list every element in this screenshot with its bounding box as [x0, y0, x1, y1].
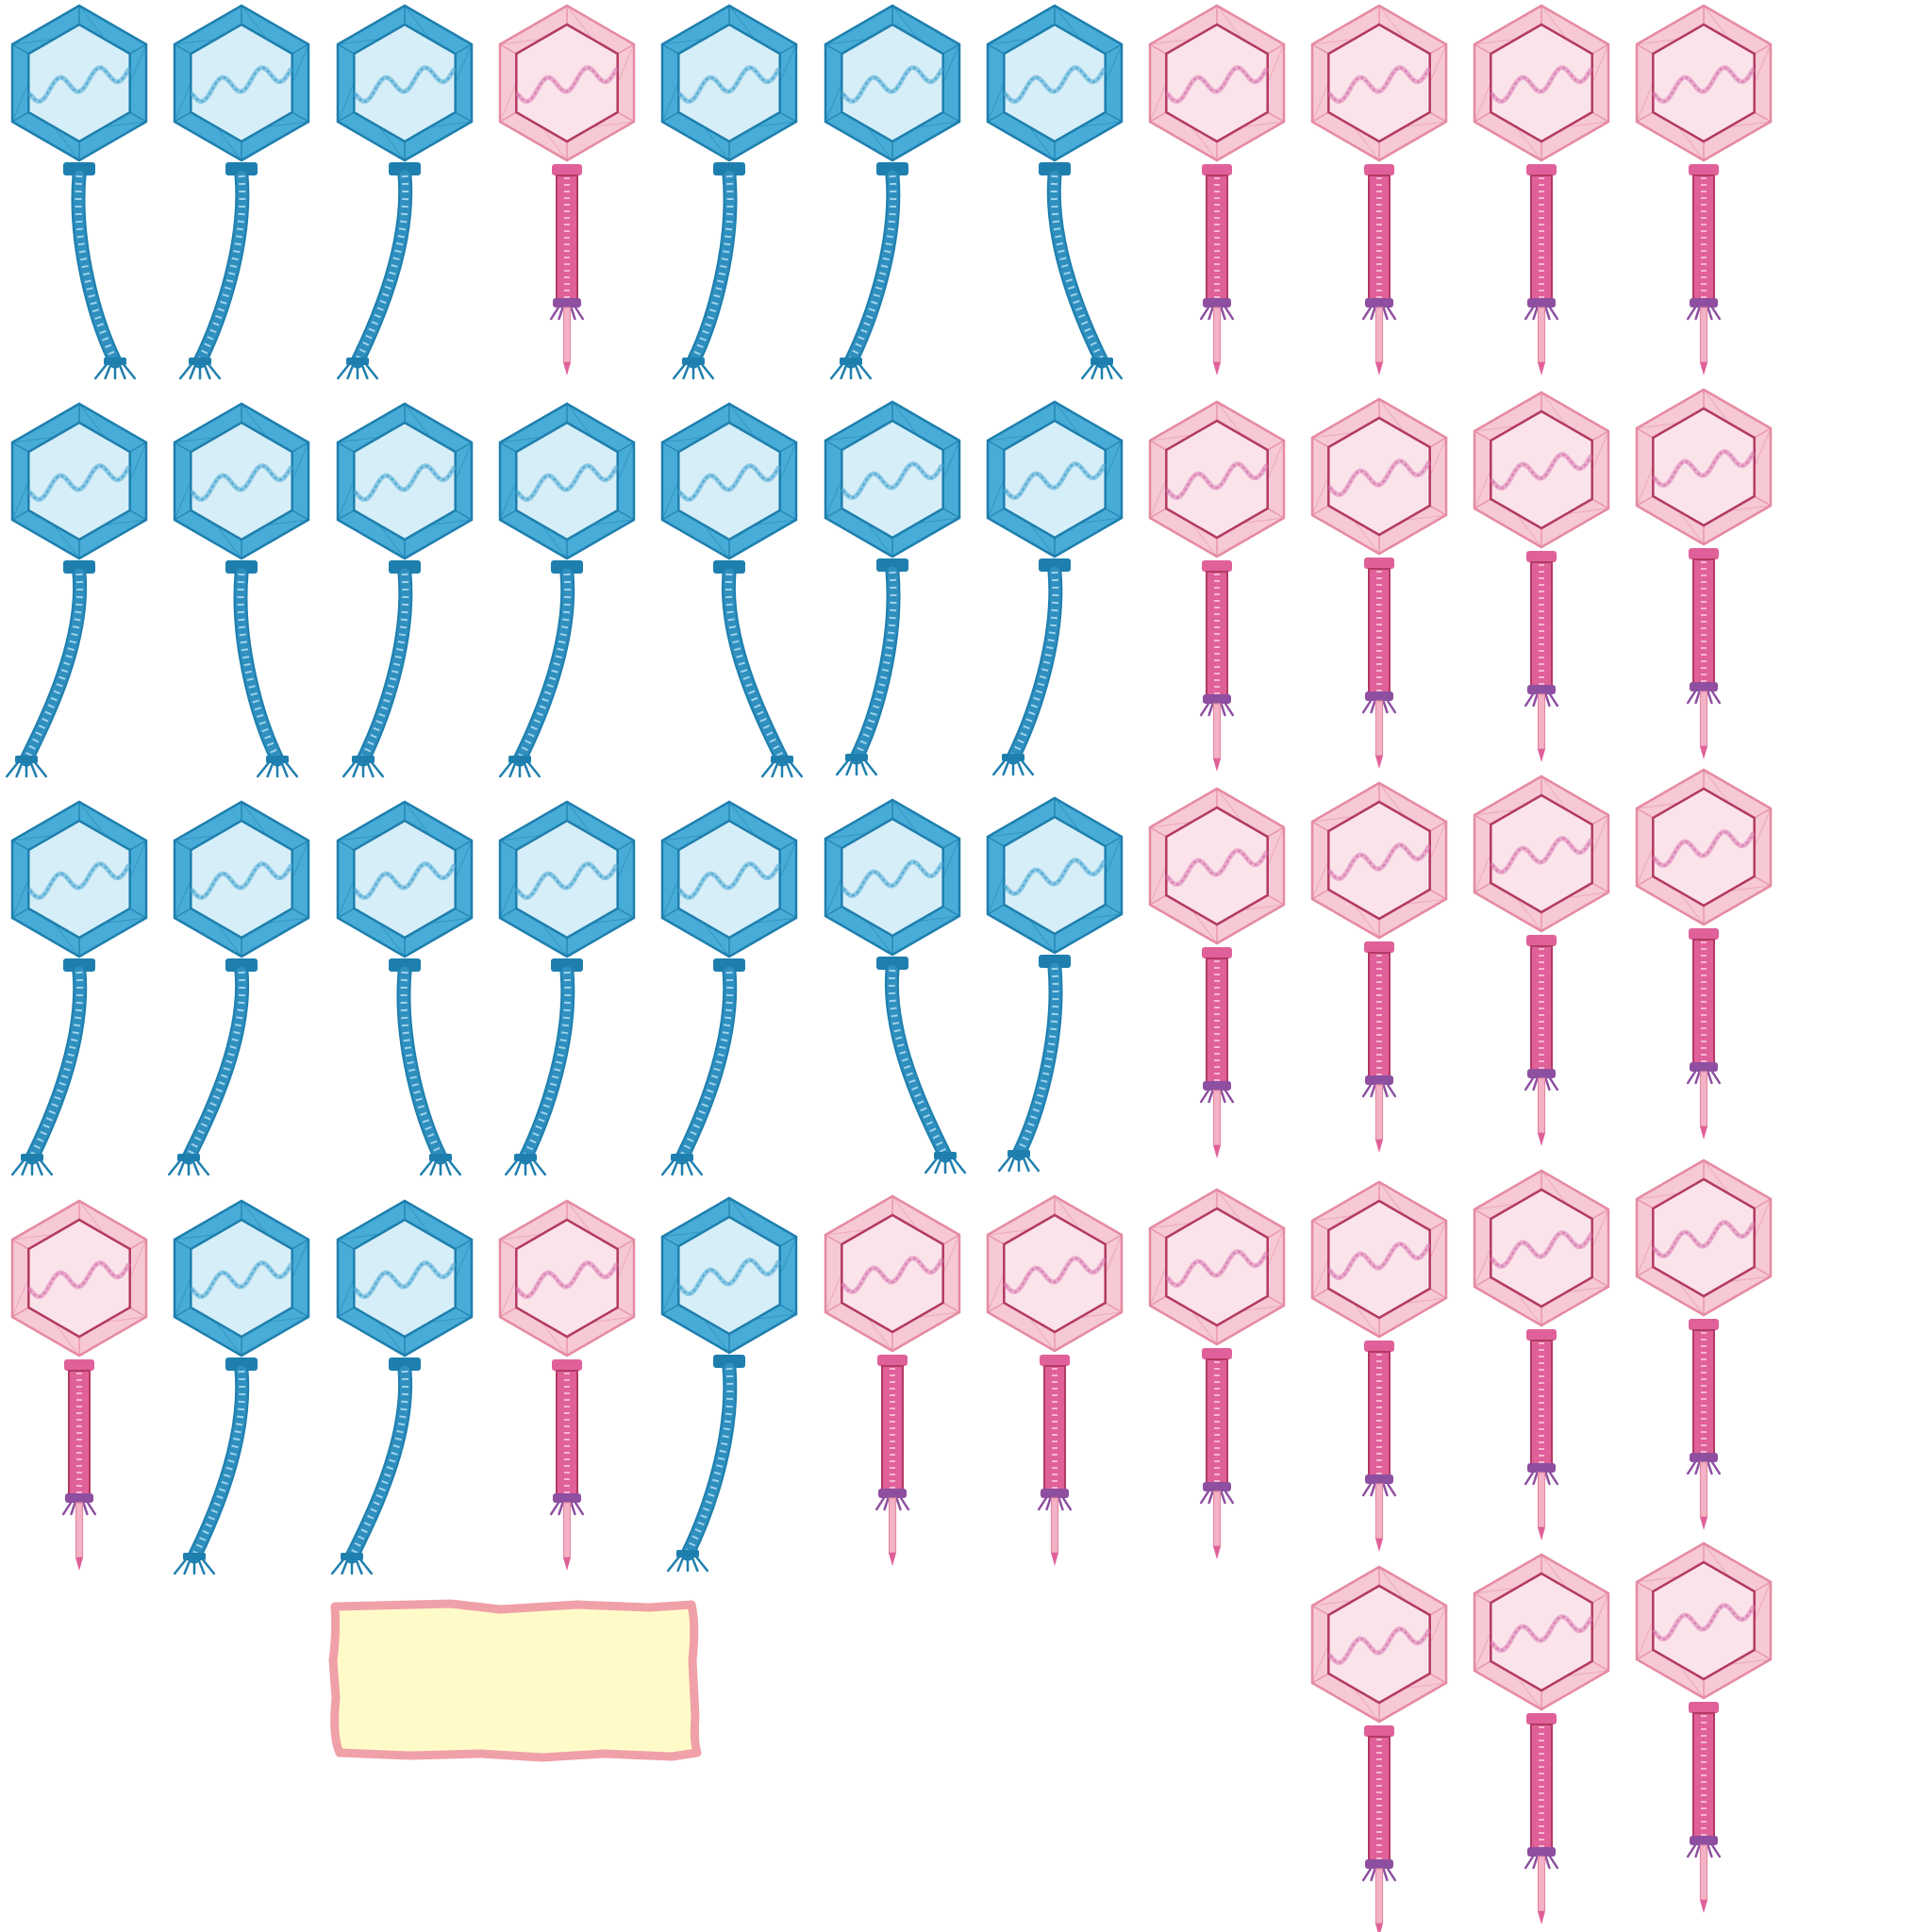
blue-phage	[986, 4, 1124, 380]
pink-phage	[1473, 1553, 1610, 1924]
blue-phage	[498, 800, 636, 1176]
blue-phage	[173, 402, 310, 778]
blue-phage	[336, 800, 474, 1176]
blue-phage	[10, 800, 148, 1176]
blue-phage	[824, 400, 961, 776]
pink-phage	[1473, 4, 1610, 375]
pink-phage	[1473, 391, 1610, 762]
blue-phage	[336, 402, 474, 778]
pink-phage	[1635, 768, 1773, 1140]
blue-phage	[660, 4, 798, 380]
pink-phage	[1148, 787, 1286, 1158]
blue-phage	[660, 800, 798, 1176]
blue-phage	[5, 402, 148, 778]
pink-phage	[498, 1199, 636, 1571]
label-box-frame	[328, 1599, 702, 1762]
pink-phage	[10, 1199, 148, 1571]
empty-label-box	[328, 1599, 702, 1762]
blue-phage	[167, 800, 310, 1176]
pink-phage	[1148, 4, 1286, 375]
pink-phage	[1635, 4, 1773, 375]
pink-phage	[1310, 781, 1448, 1153]
pink-phage	[1148, 400, 1286, 772]
blue-phage	[824, 798, 967, 1174]
pink-phage	[1635, 1158, 1773, 1530]
blue-phage	[173, 1199, 310, 1575]
blue-phage	[986, 400, 1124, 776]
blue-phage	[824, 4, 961, 380]
pink-phage	[1635, 388, 1773, 759]
pink-phage	[1635, 1541, 1773, 1913]
blue-phage	[330, 1199, 474, 1575]
blue-phage	[498, 402, 636, 778]
blue-phage	[336, 4, 474, 380]
pink-phage	[1310, 4, 1448, 375]
blue-phage	[660, 1196, 798, 1573]
pink-phage	[498, 4, 636, 375]
pink-phage	[1148, 1188, 1286, 1559]
blue-phage	[10, 4, 148, 380]
blue-phage	[986, 796, 1124, 1173]
pink-phage	[1310, 397, 1448, 769]
blue-phage	[660, 402, 804, 778]
blue-phage	[173, 4, 310, 380]
pink-phage	[1310, 1565, 1448, 1932]
pink-phage	[1473, 774, 1610, 1146]
pink-phage	[1310, 1180, 1448, 1552]
pink-phage	[986, 1194, 1124, 1566]
phage-grid	[5, 4, 1773, 1932]
pink-phage	[824, 1194, 961, 1566]
pink-phage	[1473, 1169, 1610, 1541]
